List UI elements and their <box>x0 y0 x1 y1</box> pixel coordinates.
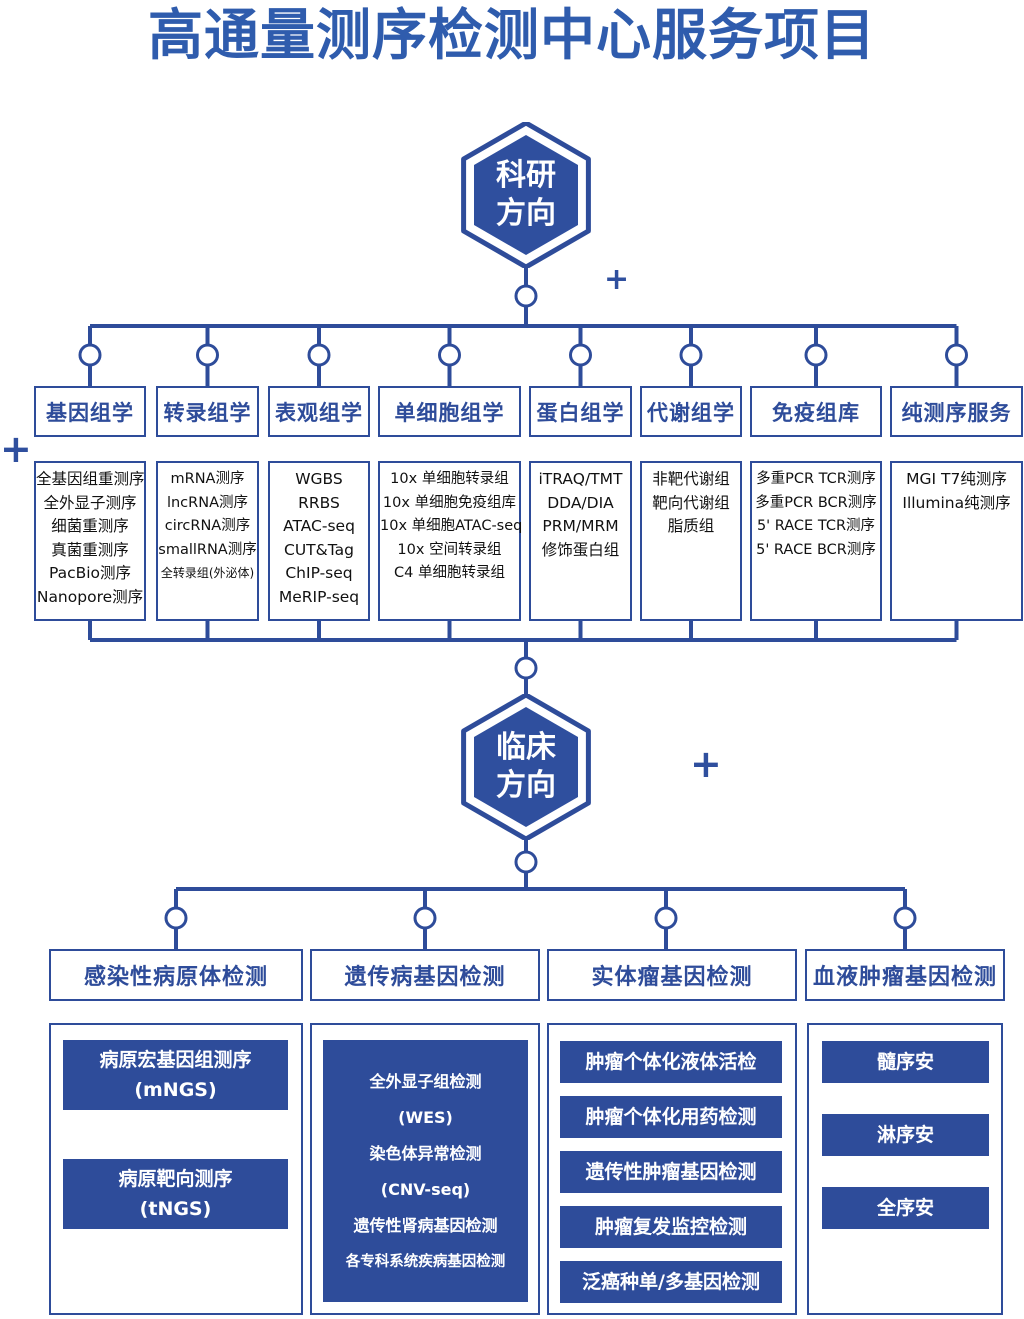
blood-test-3[interactable]: 全序安 <box>822 1187 989 1229</box>
clinical-hub-node <box>514 850 538 874</box>
clinical-category-2[interactable]: 遗传病基因检测 <box>310 949 540 1001</box>
research-item: 5' RACE TCR测序 <box>756 518 876 534</box>
genetic-test-item[interactable]: (WES) <box>398 1108 453 1127</box>
research-item: WGBS <box>295 470 343 488</box>
plus-mark-1: + <box>604 262 630 297</box>
research-item: 多重PCR TCR测序 <box>756 471 876 487</box>
research-items-2: mRNA测序 lncRNA测序 circRNA测序 smallRNA测序全转录组(外泌… <box>156 461 259 621</box>
clinical-branch-node <box>164 906 188 930</box>
research-item: MGI T7纯测序 <box>906 470 1007 488</box>
clinical-category-3[interactable]: 实体瘤基因检测 <box>547 949 797 1001</box>
research-category-7[interactable]: 免疫组库 <box>750 386 882 437</box>
research-items-4: 10x 单细胞转录组 10x 单细胞免疫组库 10x 单细胞ATAC-seq 10x … <box>378 461 523 621</box>
blood-test-2[interactable]: 淋序安 <box>822 1114 989 1156</box>
research-item: iTRAQ/TMT <box>538 470 623 488</box>
research-item: 细菌重测序 <box>51 517 129 535</box>
research-item: 非靶代谢组 <box>652 470 730 488</box>
research-category-5[interactable]: 蛋白组学 <box>529 386 632 437</box>
research-branch-node <box>438 343 461 367</box>
research-item: MeRIP-seq <box>278 587 360 606</box>
research-branch-node <box>945 343 968 367</box>
research-item: CUT&Tag <box>284 540 354 559</box>
research-hub-node <box>514 284 538 308</box>
tumor-test-4[interactable]: 肿瘤复发监控检测 <box>560 1206 782 1248</box>
research-items-7: 多重PCR TCR测序多重PCR BCR测序 5' RACE TCR测序 5' RA… <box>750 461 882 621</box>
research-item: 真菌重测序 <box>51 540 129 559</box>
research-branch-node <box>196 343 219 367</box>
research-branch-node <box>78 343 102 367</box>
research-branch-node <box>679 343 703 367</box>
genetic-test-item[interactable]: (CNV-seq) <box>380 1180 471 1199</box>
clinical-category-4[interactable]: 血液肿瘤基因检测 <box>805 949 1005 1001</box>
blood-test-1[interactable]: 髓序安 <box>822 1041 989 1083</box>
research-item: Illumina纯测序 <box>902 493 1011 512</box>
research-item: 多重PCR BCR测序 <box>755 494 877 511</box>
research-item: 全外显子测序 <box>43 493 137 512</box>
research-item: 全基因组重测序 <box>36 470 145 488</box>
research-items-6: 非靶代谢组靶向代谢组脂质组 <box>640 461 742 621</box>
research-items-5: iTRAQ/TMT DDA/DIA PRM/MRM 修饰蛋白组 <box>529 461 632 621</box>
clinical-branch-node <box>654 906 678 930</box>
section-link-node <box>514 656 538 680</box>
research-item: 靶向代谢组 <box>652 493 730 512</box>
research-branch-node <box>804 343 828 367</box>
research-item: Nanopore测序 <box>36 587 144 606</box>
research-item: C4 单细胞转录组 <box>394 565 505 581</box>
research-item: circRNA测序 <box>164 518 251 534</box>
research-item: 10x 单细胞转录组 <box>390 471 509 487</box>
research-category-4[interactable]: 单细胞组学 <box>378 386 521 437</box>
test-tngs[interactable]: 病原靶向测序 (tNGS) <box>63 1159 288 1229</box>
research-category-6[interactable]: 代谢组学 <box>640 386 742 437</box>
research-item: PacBio测序 <box>48 564 132 582</box>
research-items-8: MGI T7纯测序 Illumina纯测序 <box>890 461 1023 621</box>
research-item: RRBS <box>298 493 340 512</box>
genetic-test-item[interactable]: 遗传性肾病基因检测 <box>353 1216 498 1235</box>
research-item: ChIP-seq <box>285 564 353 582</box>
clinical-hexagon <box>461 694 591 840</box>
tumor-test-3[interactable]: 遗传性肿瘤基因检测 <box>560 1151 782 1193</box>
research-item: DDA/DIA <box>547 493 614 512</box>
genetic-tests-panel[interactable]: 全外显子组检测 (WES) 染色体异常检测 (CNV-seq) 遗传性肾病基因检测各专科… <box>323 1040 528 1302</box>
research-item: lncRNA测序 <box>166 494 249 511</box>
research-item: 脂质组 <box>667 517 715 535</box>
genetic-test-item[interactable]: 各专科系统疾病基因检测 <box>345 1254 506 1270</box>
research-hexagon-label: 科研 方向 <box>496 158 556 231</box>
research-category-3[interactable]: 表观组学 <box>268 386 370 437</box>
research-item: PRM/MRM <box>542 517 619 535</box>
research-item: 10x 空间转录组 <box>397 541 502 558</box>
research-item: ATAC-seq <box>283 517 355 535</box>
test-mngs[interactable]: 病原宏基因组测序 (mNGS) <box>63 1040 288 1110</box>
clinical-category-1[interactable]: 感染性病原体检测 <box>49 949 303 1001</box>
research-hexagon <box>461 122 591 268</box>
research-item: 5' RACE BCR测序 <box>756 541 876 558</box>
plus-mark-2: + <box>0 427 32 471</box>
research-category-1[interactable]: 基因组学 <box>34 386 146 437</box>
clinical-branch-node <box>893 906 917 930</box>
clinical-hexagon-label: 临床 方向 <box>496 730 556 803</box>
research-item: mRNA测序 <box>170 471 245 487</box>
research-branch-node <box>307 343 331 367</box>
genetic-test-item[interactable]: 全外显子组检测 <box>369 1072 482 1091</box>
plus-mark-3: + <box>690 742 722 786</box>
research-category-2[interactable]: 转录组学 <box>156 386 259 437</box>
tumor-test-2[interactable]: 肿瘤个体化用药检测 <box>560 1096 782 1138</box>
research-item: 修饰蛋白组 <box>541 540 620 559</box>
page-title: 高通量测序检测中心服务项目 <box>147 3 876 67</box>
genetic-test-item[interactable]: 染色体异常检测 <box>369 1144 482 1163</box>
tumor-test-1[interactable]: 肿瘤个体化液体活检 <box>560 1041 782 1083</box>
research-item: 10x 单细胞ATAC-seq <box>380 518 523 534</box>
research-item: 10x 单细胞免疫组库 <box>382 494 517 511</box>
research-item: smallRNA测序 <box>158 541 257 558</box>
research-category-8[interactable]: 纯测序服务 <box>890 386 1023 437</box>
research-items-1: 全基因组重测序全外显子测序细菌重测序真菌重测序 PacBio测序 Nanopore测… <box>34 461 146 621</box>
research-item: 全转录组(外泌体) <box>160 566 255 580</box>
research-branch-node <box>569 343 592 367</box>
tumor-test-5[interactable]: 泛癌种单/多基因检测 <box>560 1261 782 1303</box>
clinical-branch-node <box>413 906 437 930</box>
